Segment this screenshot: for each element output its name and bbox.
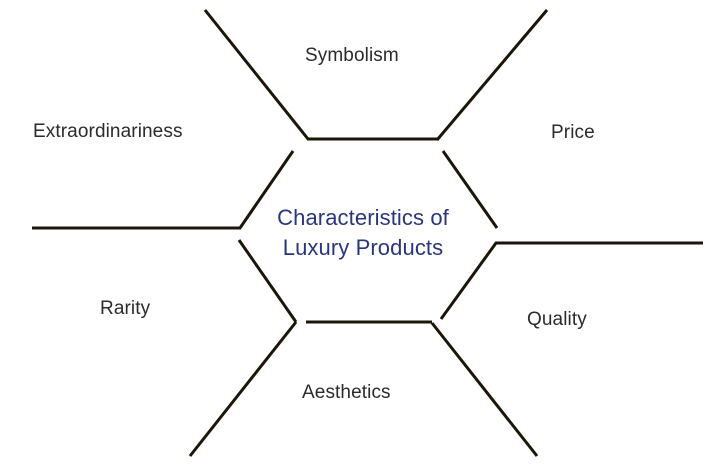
branch-label-aesthetics: Aesthetics xyxy=(302,382,391,403)
diagram-center-title: Characteristics of Luxury Products xyxy=(238,203,488,263)
center-title-line-2: Luxury Products xyxy=(282,235,444,260)
branch-label-price: Price xyxy=(551,122,595,143)
bone-inner-lower-left-diagonal xyxy=(237,239,298,323)
bone-top-left-diagonal xyxy=(203,9,310,140)
branch-label-rarity: Rarity xyxy=(100,298,151,319)
bone-inner-lower-right-diagonal xyxy=(439,242,498,320)
center-title-line-1: Characteristics of xyxy=(277,205,449,230)
bone-top-right-diagonal xyxy=(435,9,549,141)
bone-bottom-left-diagonal xyxy=(188,321,298,457)
bone-inner-upper-right-diagonal xyxy=(441,150,499,229)
branch-label-symbolism: Symbolism xyxy=(305,45,399,66)
branch-label-extraordinariness: Extraordinariness xyxy=(33,121,183,142)
bone-inner-upper-left-diagonal xyxy=(238,150,295,229)
bone-bottom-right-diagonal xyxy=(430,322,539,457)
branch-label-quality: Quality xyxy=(527,309,587,330)
